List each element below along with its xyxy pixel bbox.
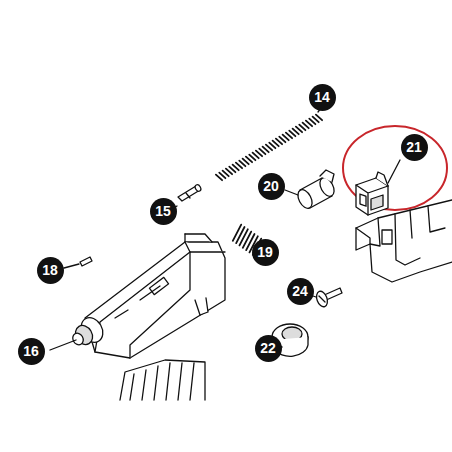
callout-number: 20 <box>258 173 285 200</box>
leader-line <box>50 340 76 350</box>
part-21 <box>356 172 388 215</box>
callout-number: 16 <box>18 338 45 365</box>
coil-stroke <box>236 227 244 243</box>
part-18 <box>80 257 92 266</box>
callout-number: 15 <box>150 198 177 225</box>
coil-stroke <box>233 225 241 241</box>
callout-number: 14 <box>309 84 336 111</box>
callout-number: 24 <box>287 278 314 305</box>
callout-number: 18 <box>37 257 64 284</box>
part-20 <box>295 170 337 211</box>
leader-line <box>313 296 316 297</box>
leader-line <box>285 190 298 195</box>
coil-stroke <box>240 229 248 245</box>
leader-line <box>64 264 79 268</box>
callout-number: 22 <box>255 335 282 362</box>
part-15 <box>178 184 202 201</box>
spring-14 <box>216 115 322 181</box>
callout-number: 19 <box>252 239 279 266</box>
leader-line <box>388 160 400 183</box>
coil-stroke <box>243 232 251 248</box>
coil-stroke <box>316 115 322 121</box>
magazine <box>120 360 205 400</box>
frame <box>356 200 452 282</box>
part-24 <box>315 288 342 308</box>
part-16 <box>71 234 225 358</box>
callout-number: 21 <box>401 134 428 161</box>
